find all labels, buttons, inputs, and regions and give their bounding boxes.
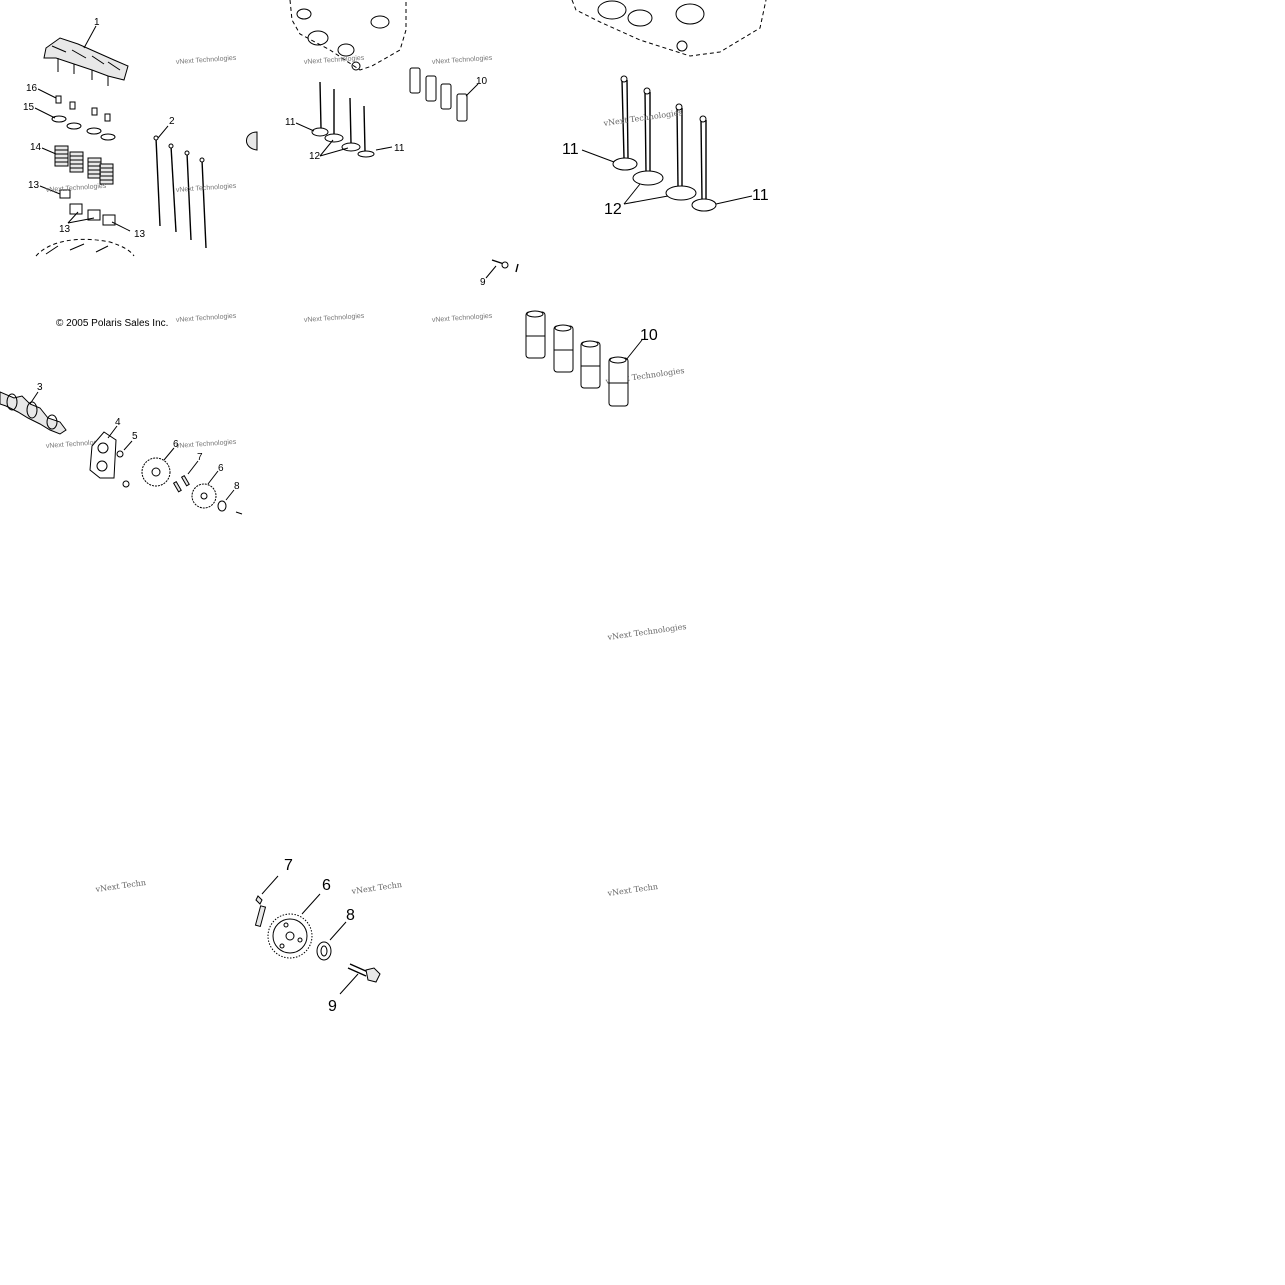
- cylinder-head-top: [289, 0, 407, 71]
- label-11a-small: 11: [285, 117, 296, 128]
- valve-springs: [54, 145, 114, 185]
- valves-small: [311, 81, 375, 158]
- keys-small: [172, 474, 190, 493]
- washer-detail: [316, 941, 332, 961]
- label-15: 15: [23, 102, 35, 113]
- watermark-9: vNext Technologies: [46, 439, 107, 450]
- watermark-13: vNext Technologies: [606, 622, 687, 642]
- watermark-7: vNext Technologies: [304, 55, 365, 66]
- label-7-detail: 7: [284, 857, 293, 874]
- label-6-detail: 6: [322, 877, 331, 894]
- valves-detail: [612, 75, 717, 212]
- label-7: 7: [197, 452, 203, 463]
- label-12-small: 12: [309, 151, 321, 162]
- watermark-6: vNext Technologies: [46, 183, 107, 194]
- cylinder-head-detail: [571, 0, 767, 57]
- lifters-small: [409, 67, 468, 122]
- gear-detail: [267, 913, 313, 959]
- label-11b-small: 11: [394, 143, 405, 154]
- bolt-detail: [347, 963, 381, 983]
- bolt-small: [491, 259, 519, 273]
- key-detail: [254, 895, 267, 928]
- label-9-small: 9: [480, 277, 486, 288]
- watermark-10: vNext Technologies: [176, 439, 237, 450]
- label-10-detail: 10: [640, 327, 658, 344]
- watermark-15: vNext Techn: [350, 880, 403, 896]
- camshaft: [0, 391, 67, 435]
- label-13a: 13: [28, 180, 40, 191]
- label-6a: 6: [173, 439, 179, 450]
- cam-gear-small: [141, 457, 171, 487]
- label-5: 5: [132, 431, 138, 442]
- label-1: 1: [94, 17, 100, 28]
- cylinder-head-partial-left: [35, 238, 135, 257]
- valve-seals: [59, 189, 116, 226]
- bearing-cap-partial: [246, 131, 258, 151]
- watermark-11: vNext Technologies: [602, 108, 683, 128]
- label-13c: 13: [134, 229, 146, 240]
- watermark-16: vNext Techn: [606, 882, 659, 898]
- copyright-text: © 2005 Polaris Sales Inc.: [56, 318, 168, 329]
- label-12-detail: 12: [604, 201, 622, 218]
- washer-small: [217, 500, 227, 512]
- label-4: 4: [115, 417, 121, 428]
- valve-keepers: [55, 95, 111, 122]
- crank-gear-small: [191, 483, 217, 509]
- watermark-2: vNext Technologies: [176, 313, 237, 324]
- label-6b: 6: [218, 463, 224, 474]
- label-8-detail: 8: [346, 907, 355, 924]
- watermark-1: vNext Technologies: [176, 55, 237, 66]
- label-3: 3: [37, 382, 43, 393]
- label-11b-detail: 11: [752, 187, 769, 204]
- label-10-small: 10: [476, 76, 488, 87]
- label-2: 2: [169, 116, 175, 127]
- label-8: 8: [234, 481, 240, 492]
- label-13b: 13: [59, 224, 71, 235]
- screws: [116, 450, 130, 488]
- rocker-arm-assembly: [43, 37, 129, 86]
- watermark-4: vNext Technologies: [432, 313, 493, 324]
- label-14: 14: [30, 142, 42, 153]
- label-11a-detail: 11: [562, 141, 579, 158]
- label-16: 16: [26, 83, 38, 94]
- watermark-14: vNext Techn: [94, 878, 147, 894]
- spring-retainers: [51, 115, 116, 141]
- watermark-8: vNext Technologies: [432, 55, 493, 66]
- watermark-5: vNext Technologies: [176, 183, 237, 194]
- label-9-detail: 9: [328, 998, 337, 1015]
- thrust-plate: [89, 431, 117, 479]
- push-rods: [153, 135, 207, 249]
- lifters-detail: [525, 310, 629, 407]
- watermark-3: vNext Technologies: [304, 313, 365, 324]
